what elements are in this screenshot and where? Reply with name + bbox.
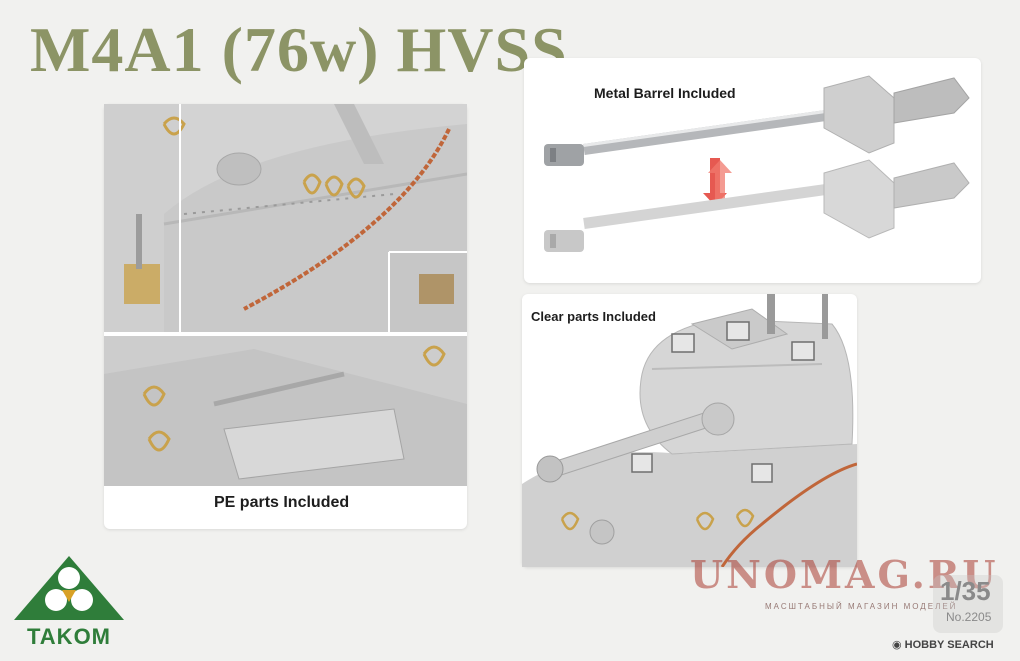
brand-name: TAKOM — [26, 624, 112, 649]
pe-parts-card: PE parts Included — [104, 104, 467, 529]
clear-parts-render — [522, 294, 857, 567]
pe-parts-caption: PE parts Included — [214, 494, 350, 511]
swap-arrows-icon — [703, 158, 732, 208]
kit-number: No.2205 — [946, 610, 992, 624]
scale-badge — [933, 575, 1003, 633]
clear-parts-card: Clear parts Included — [522, 294, 857, 567]
takom-logo — [14, 556, 124, 620]
watermark-text: UNOMAG.RU — [690, 552, 999, 597]
pe-parts-render — [104, 104, 467, 486]
credit-text: ◉ HOBBY SEARCH — [892, 638, 994, 651]
metal-barrel-card: Metal Barrel Included — [524, 58, 981, 283]
metal-barrel-caption: Metal Barrel Included — [594, 85, 736, 101]
ghost-icon: ◉ — [892, 639, 902, 651]
page-title: M4A1 (76w) HVSS — [30, 14, 568, 85]
credit-label: HOBBY SEARCH — [904, 639, 994, 651]
kit-scale: 1/35 — [940, 576, 991, 606]
barrel-comparison-render — [544, 75, 970, 252]
watermark-subtext: МАСШТАБНЫЙ МАГАЗИН МОДЕЛЕЙ — [765, 602, 958, 611]
clear-parts-caption: Clear parts Included — [531, 309, 656, 324]
